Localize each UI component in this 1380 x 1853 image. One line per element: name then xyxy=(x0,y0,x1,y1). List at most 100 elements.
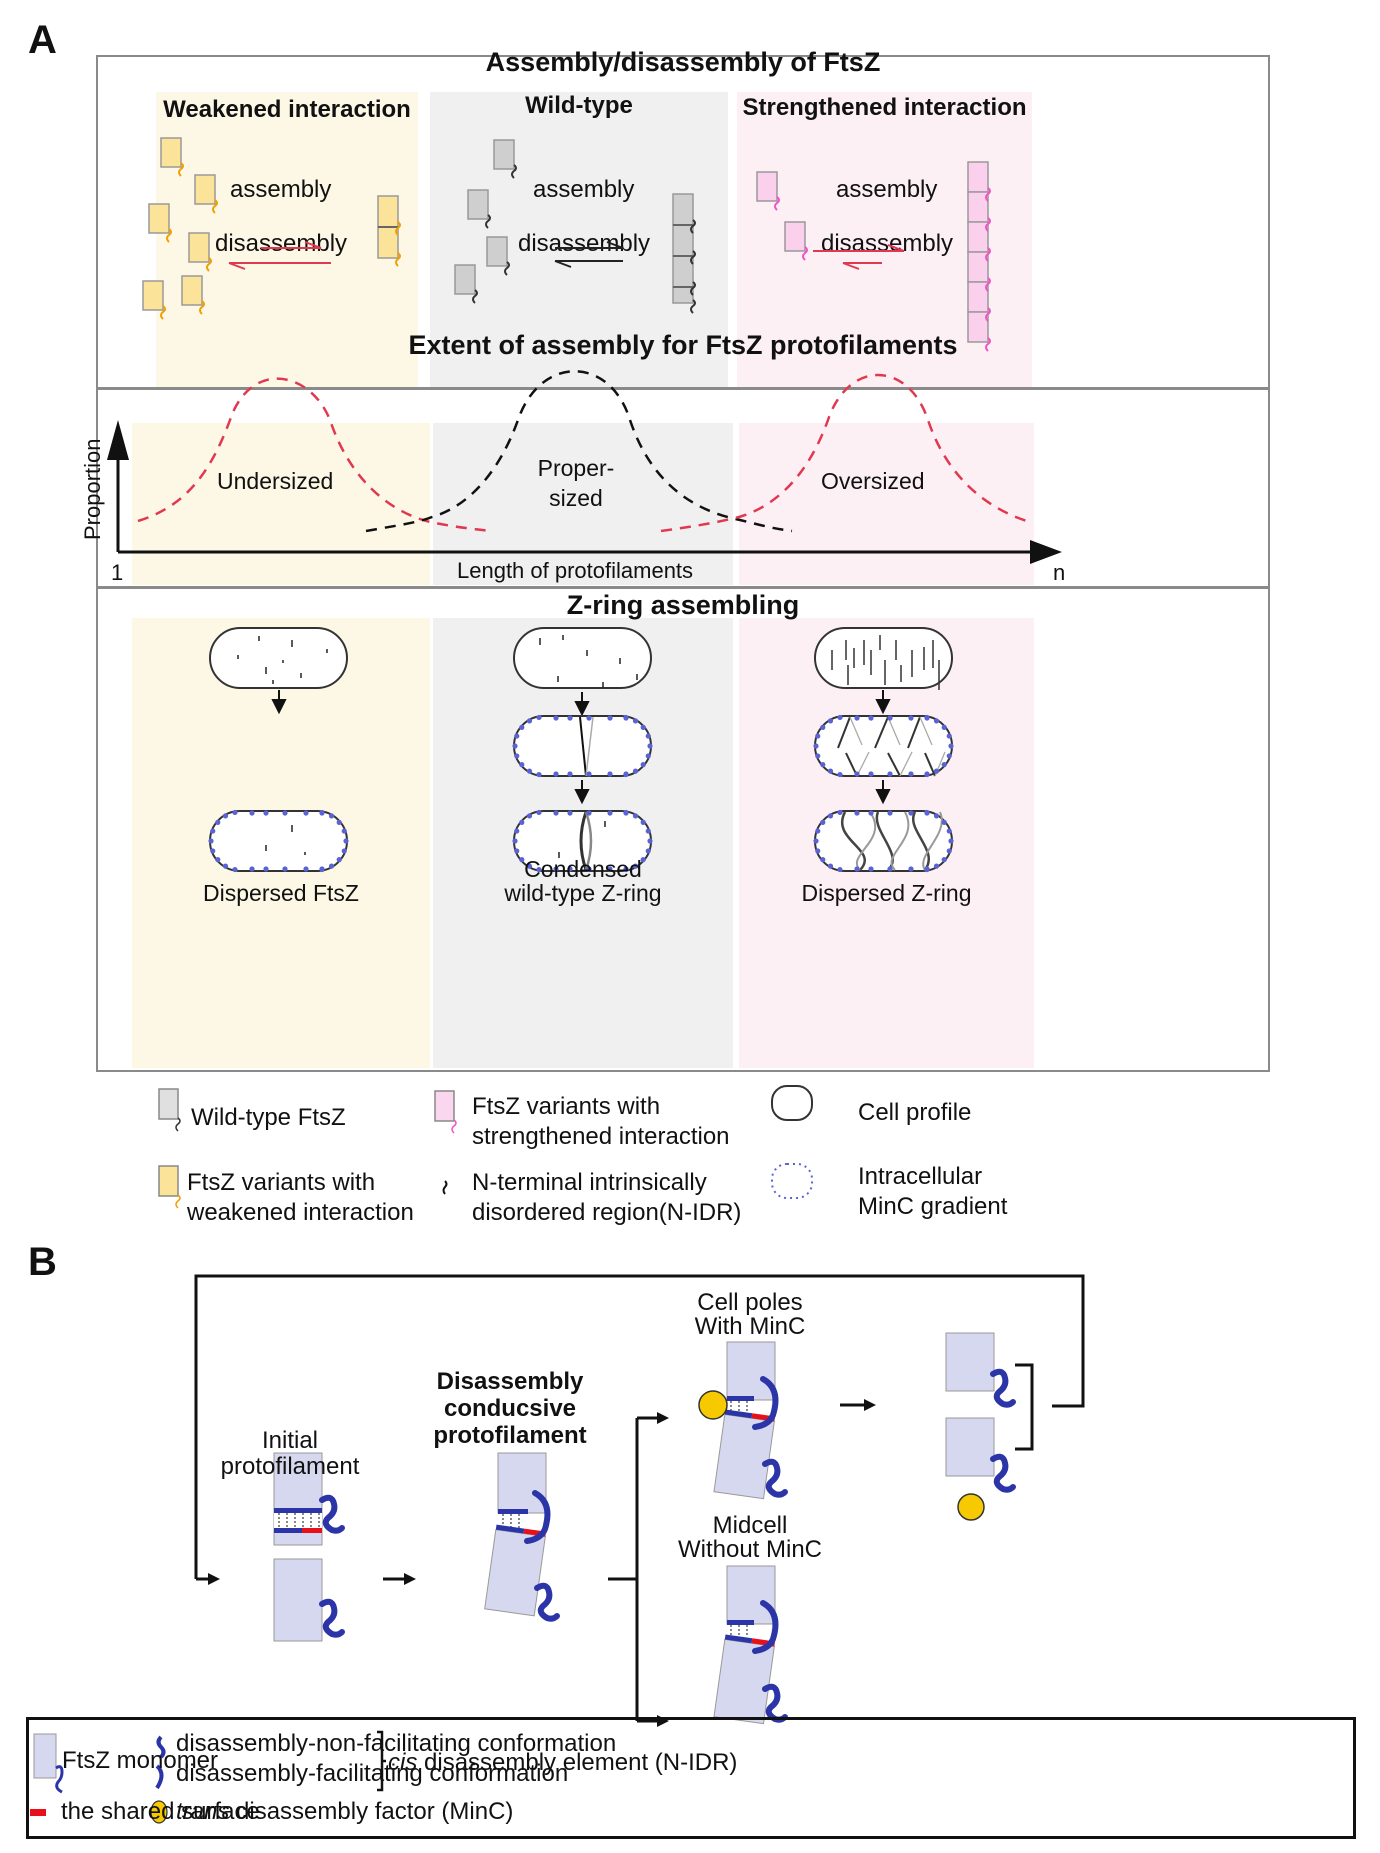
minc-dot xyxy=(303,810,309,816)
minc-dot xyxy=(820,762,826,768)
minc-dot xyxy=(820,857,826,863)
curve-oversized xyxy=(660,373,1031,533)
minc-dot xyxy=(586,810,592,816)
minc-dot xyxy=(632,813,639,819)
legend-shared-surface: the shared surface xyxy=(61,1798,260,1825)
minc-dot xyxy=(341,848,347,854)
minc-dot xyxy=(946,828,952,834)
x-axis-arrowhead xyxy=(1030,540,1062,564)
minc-dot xyxy=(941,819,947,825)
minc-dot xyxy=(263,810,269,816)
minc-dot xyxy=(820,819,826,825)
minc-dot xyxy=(645,733,651,739)
stage-conducive-line3: protofilament xyxy=(433,1422,587,1449)
legend-weakened-line2: weakened interaction xyxy=(187,1199,414,1226)
minc-dot xyxy=(210,828,216,834)
cell-wildtype-1 xyxy=(513,627,652,689)
minc-dot xyxy=(854,715,860,721)
minc-dot xyxy=(514,753,520,759)
minc-dot xyxy=(328,813,335,819)
minc-dot xyxy=(887,715,893,721)
legend-icon-facilitating xyxy=(155,1764,164,1790)
minc-dot xyxy=(868,866,874,872)
minc-dot xyxy=(319,810,325,816)
legend-nidr-line2: disordered region(N-IDR) xyxy=(472,1199,742,1226)
legend-icon-monomer xyxy=(33,1733,64,1794)
minc-dot xyxy=(640,857,646,863)
minc-dot xyxy=(854,866,860,872)
minc-dot xyxy=(632,718,639,724)
minc-dot xyxy=(908,715,914,721)
minc-dot xyxy=(854,771,860,777)
cell-strengthened-1 xyxy=(814,627,953,690)
legend-minc-line2: MinC gradient xyxy=(858,1193,1008,1220)
arrow-right xyxy=(864,1399,876,1411)
strengthened-monomers xyxy=(756,161,989,343)
minc-dot xyxy=(887,771,893,777)
cell-weakened-2 xyxy=(209,810,348,872)
curve-undersized xyxy=(137,377,493,533)
minc-dot xyxy=(536,809,542,816)
minc-dot xyxy=(632,863,639,869)
midcell-protofilament xyxy=(713,1565,785,1725)
panel-a-label: A xyxy=(28,18,57,62)
curve-label-proper-line2: sized xyxy=(549,485,603,511)
minc-dot xyxy=(645,848,651,854)
minc-dot xyxy=(946,733,952,739)
curve-label-oversized: Oversized xyxy=(821,468,925,494)
trans-italic: trans xyxy=(176,1798,230,1825)
cell-wildtype-2 xyxy=(513,715,652,777)
minc-dot xyxy=(933,718,940,724)
minc-dot xyxy=(514,848,520,854)
minc-dot xyxy=(924,771,930,777)
panel-b-label: B xyxy=(28,1240,57,1284)
section-divider xyxy=(96,586,1270,589)
minc-dot xyxy=(512,838,518,844)
minc-dot xyxy=(924,715,930,721)
minc-dot xyxy=(837,809,843,816)
section-divider xyxy=(96,387,1270,390)
minc-dot xyxy=(222,863,229,869)
minc-dot xyxy=(519,857,525,863)
legend-icon-weakened xyxy=(158,1165,181,1209)
minc-dot xyxy=(933,768,940,774)
minc-dot xyxy=(553,810,559,816)
minc-dot xyxy=(607,771,613,777)
minc-dot xyxy=(336,819,342,825)
minc-dot xyxy=(208,838,214,844)
curve-proper-sized xyxy=(365,370,793,533)
minc-dot xyxy=(813,743,819,749)
column-title-weakened: Weakened interaction xyxy=(163,96,411,123)
minc-dot xyxy=(887,810,893,816)
minc-dot xyxy=(282,866,288,872)
bracket xyxy=(1015,1363,1034,1451)
minc-dot xyxy=(249,866,255,872)
legend-bracket xyxy=(377,1730,386,1792)
minc-dot xyxy=(553,715,559,721)
minc-dot xyxy=(868,715,874,721)
minc-dot xyxy=(341,828,347,834)
minc-dot xyxy=(553,771,559,777)
caption-dispersed-zring: Dispersed Z-ring xyxy=(801,880,972,906)
panel-b-legend xyxy=(26,1717,1356,1839)
legend-strengthened-line1: FtsZ variants with xyxy=(472,1093,661,1120)
minc-dot xyxy=(249,810,255,816)
minc-dot xyxy=(908,866,914,872)
minc-dot xyxy=(946,848,952,854)
minc-dot xyxy=(567,715,573,721)
minc-dot xyxy=(924,810,930,816)
minc-dot xyxy=(536,714,542,721)
minc-dot xyxy=(319,866,325,872)
minc-dot xyxy=(827,768,834,774)
minc-dot xyxy=(837,866,843,873)
minc-dot xyxy=(336,857,342,863)
minc-dot xyxy=(586,866,592,872)
assembly-label-wildtype: assembly xyxy=(533,176,635,203)
legend-non-facilitating: disassembly-non-facilitating conformatio… xyxy=(176,1730,617,1757)
minc-dot xyxy=(536,771,542,778)
cis-rest: disassembly element (N-IDR) xyxy=(417,1749,738,1776)
minc-dot xyxy=(645,828,651,834)
cis-italic: cis xyxy=(388,1749,418,1776)
